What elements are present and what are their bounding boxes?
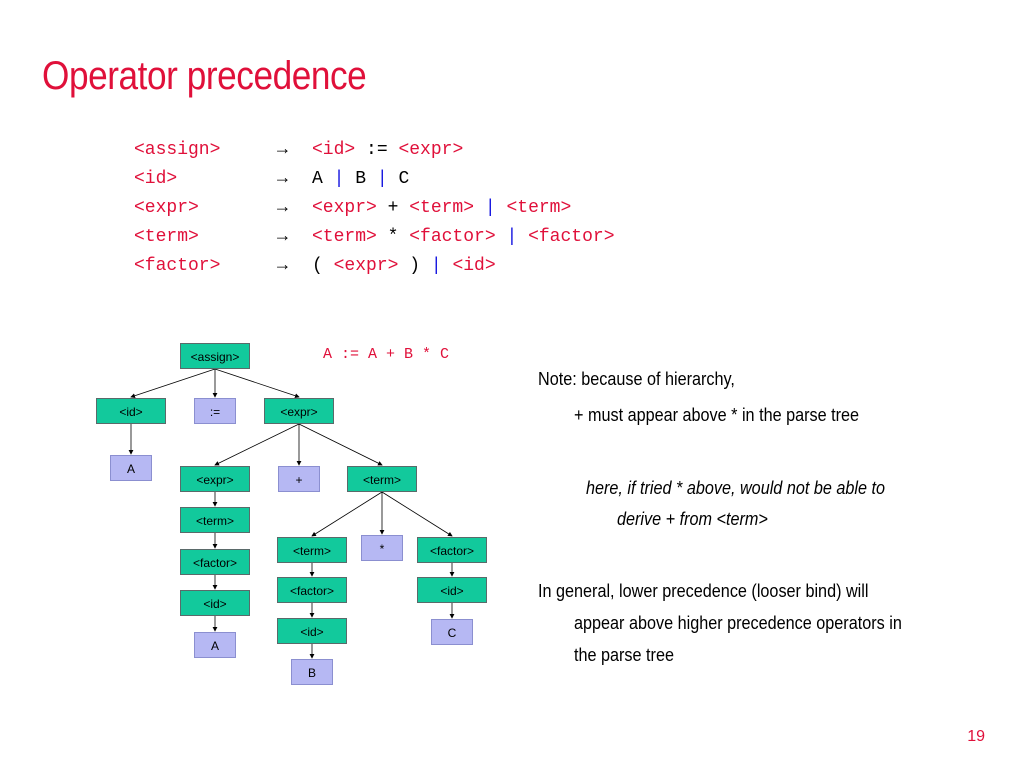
note-line-3: here, if tried * above, would not be abl… (586, 478, 885, 498)
tree-node-term2: <term> (180, 507, 250, 533)
derives-arrow-icon: → (277, 198, 288, 218)
note-line-7: the parse tree (574, 645, 674, 665)
tree-edge (130, 368, 216, 399)
tree-node-expr2: <expr> (180, 466, 250, 492)
rule-rhs: <term> * <factor> | <factor> (312, 227, 615, 247)
rule-lhs: <expr> (134, 198, 199, 218)
rule-rhs: <expr> + <term> | <term> (312, 198, 572, 218)
tree-node-factor1: <factor> (417, 537, 487, 563)
tree-node-assignop: := (194, 398, 236, 424)
note-line-4: derive + from <term> (617, 509, 768, 529)
tree-node-term1: <term> (347, 466, 417, 492)
tree-edge (214, 423, 300, 466)
rule-rhs: ( <expr> ) | <id> (312, 256, 496, 276)
note-line-6: appear above higher precedence operators… (574, 613, 902, 633)
tree-node-factor2: <factor> (180, 549, 250, 575)
tree-node-a1: A (110, 455, 152, 481)
derives-arrow-icon: → (277, 169, 288, 189)
tree-edge (311, 491, 383, 537)
tree-node-id3: <id> (277, 618, 347, 644)
example-statement: A := A + B * C (323, 346, 450, 363)
tree-node-factor3: <factor> (277, 577, 347, 603)
derives-arrow-icon: → (277, 256, 288, 276)
tree-node-term3: <term> (277, 537, 347, 563)
note-line-5: In general, lower precedence (looser bin… (538, 581, 869, 601)
tree-edge (298, 423, 383, 466)
note-line-1: Note: because of hierarchy, (538, 369, 735, 389)
tree-node-b: B (291, 659, 333, 685)
rule-lhs: <term> (134, 227, 199, 247)
rule-rhs: A | B | C (312, 169, 410, 189)
rule-lhs: <id> (134, 169, 178, 189)
tree-node-plus: + (278, 466, 320, 492)
tree-node-assign: <assign> (180, 343, 250, 369)
derives-arrow-icon: → (277, 140, 288, 160)
tree-node-c: C (431, 619, 473, 645)
note-line-2: + must appear above * in the parse tree (574, 405, 860, 425)
rule-rhs: <id> := <expr> (312, 140, 464, 160)
tree-node-id4: <id> (417, 577, 487, 603)
tree-node-expr1: <expr> (264, 398, 334, 424)
page-number: 19 (967, 728, 985, 745)
tree-node-star: * (361, 535, 403, 561)
tree-node-a2: A (194, 632, 236, 658)
tree-node-id1: <id> (96, 398, 166, 424)
tree-edge (214, 368, 300, 399)
rule-lhs: <assign> (134, 140, 221, 160)
tree-edge (381, 491, 453, 537)
rule-lhs: <factor> (134, 256, 221, 276)
tree-node-id2: <id> (180, 590, 250, 616)
slide-title: Operator precedence (42, 54, 367, 98)
derives-arrow-icon: → (277, 227, 288, 247)
